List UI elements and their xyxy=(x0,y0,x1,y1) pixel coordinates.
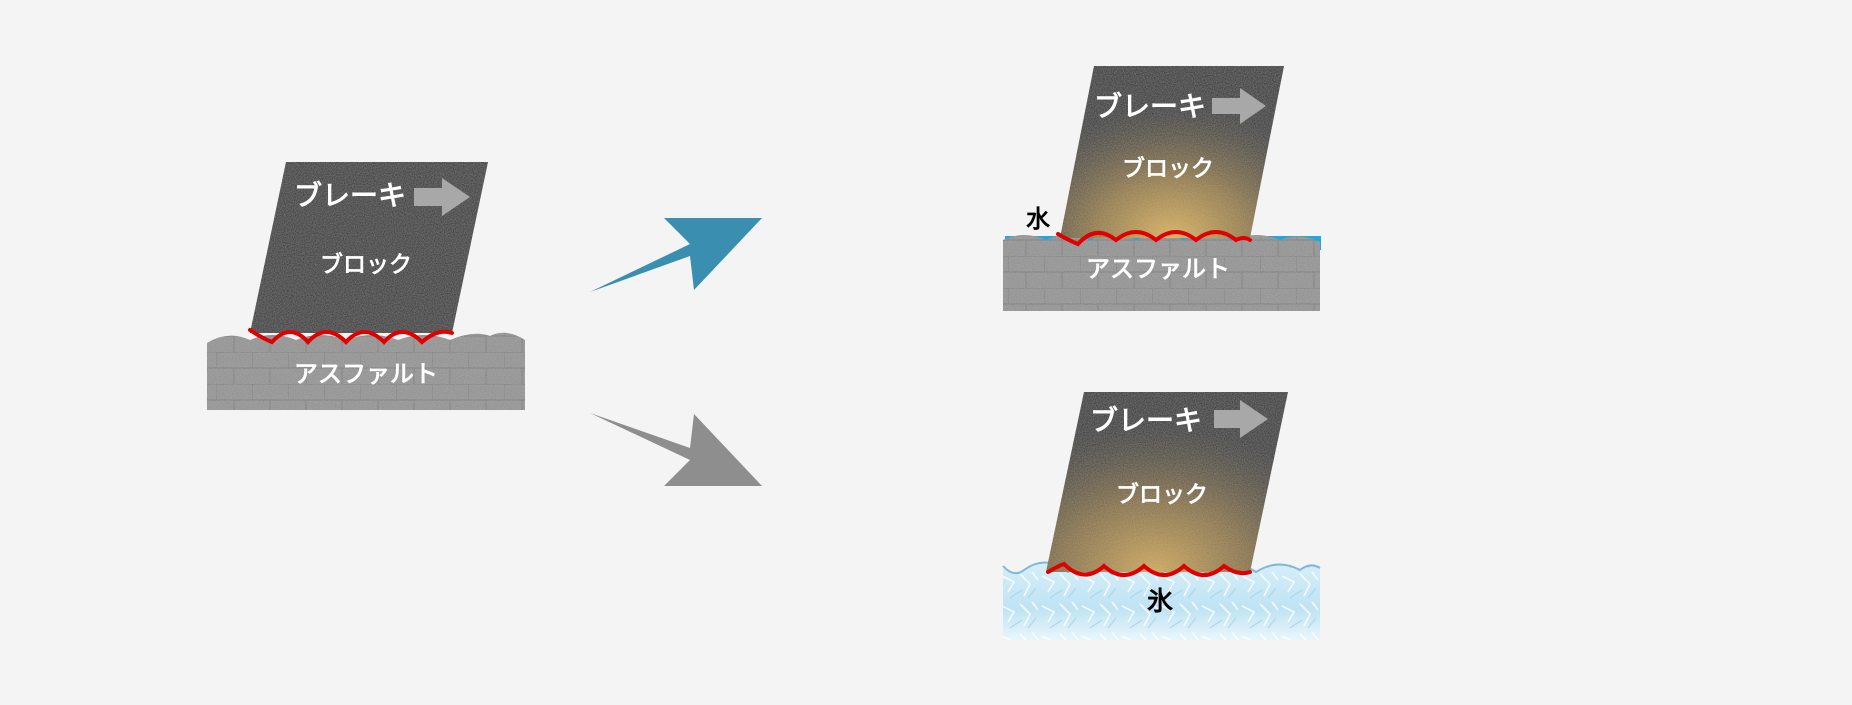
ice-texture xyxy=(1003,562,1320,640)
brake-direction-icon xyxy=(414,178,470,216)
arrow-down-right-icon xyxy=(590,413,762,486)
ice-brake-label: ブレーキ xyxy=(1090,404,1202,437)
wet-brake-label: ブレーキ xyxy=(1094,90,1206,123)
contact-line xyxy=(248,328,454,345)
ice-road-scene: ブレーキ ブロック 氷 xyxy=(1002,392,1321,640)
brake-label: ブレーキ xyxy=(294,179,406,212)
arrow-up-right-icon xyxy=(590,218,762,292)
asphalt-label: アスファルト xyxy=(294,360,438,388)
asphalt-surface xyxy=(207,332,525,410)
wet-road-scene: アスファルト ブレーキ ブロック 水 xyxy=(1003,66,1321,311)
ice-tire-block xyxy=(1046,392,1288,572)
wet-brake-direction-icon xyxy=(1212,88,1266,124)
ice-block-label: ブロック xyxy=(1116,481,1208,508)
wet-block-label: ブロック xyxy=(1122,155,1214,182)
wet-contact-line xyxy=(1056,230,1252,247)
wet-asphalt-label: アスファルト xyxy=(1086,255,1230,283)
dry-road-scene: アスファルト ブレーキ ブロック xyxy=(207,162,525,410)
block-label: ブロック xyxy=(320,251,412,278)
ice-contact-line xyxy=(1046,561,1252,577)
water-label: 水 xyxy=(1026,205,1051,233)
ice-label: 氷 xyxy=(1147,587,1174,617)
ice-brake-direction-icon xyxy=(1214,400,1268,438)
wet-asphalt-surface xyxy=(1003,235,1320,311)
